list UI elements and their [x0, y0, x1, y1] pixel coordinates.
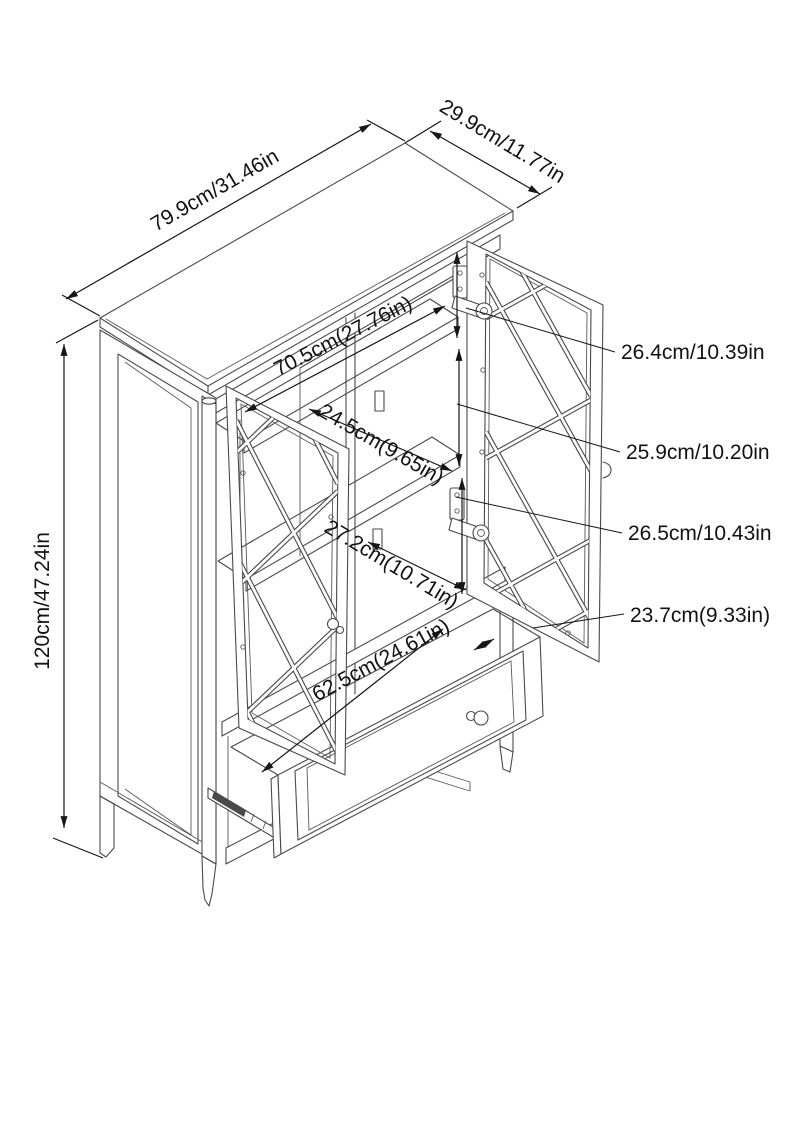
screw-dot — [565, 630, 571, 636]
side-panel-frame-outer — [117, 353, 199, 845]
left-door-knob-base — [335, 625, 345, 635]
back-left-leg — [99, 795, 115, 858]
screw-dot — [240, 470, 246, 476]
dim-bottom-shelf-clearance-label: 26.5cm/10.43in — [628, 522, 772, 545]
dim-door-width-label: 23.7cm(9.33in) — [630, 604, 770, 627]
drawer-panel-border-inner — [306, 660, 515, 831]
dimension-line — [367, 541, 467, 591]
dim-top-depth-label: 29.9cm/11.77in — [436, 95, 570, 188]
leader-line — [532, 613, 625, 629]
dim-top-shelf-clearance-label: 26.4cm/10.39in — [621, 341, 765, 364]
screw-dot — [480, 367, 486, 373]
dim-overall-height: 120cm/47.24in — [31, 319, 104, 859]
post-cap — [201, 397, 217, 405]
drawer-knob — [473, 710, 489, 726]
front-left-leg — [201, 855, 217, 907]
shelf-support-block — [374, 390, 385, 412]
extension-lines — [404, 120, 553, 209]
right-door-frame — [466, 240, 604, 663]
dimension-line — [65, 123, 372, 300]
leader-line — [465, 307, 616, 353]
dimension-line — [429, 130, 541, 195]
dim-top-shelf-clearance: 26.4cm/10.39in — [465, 307, 765, 364]
left-side-panel — [99, 329, 217, 907]
side-panel-face — [99, 329, 217, 863]
leader-line — [456, 403, 621, 453]
screw-dot — [479, 272, 485, 278]
dim-top-width-label: 79.9cm/31.46in — [147, 145, 283, 237]
right-door-edge-knob — [602, 461, 612, 479]
dimension-line — [261, 628, 444, 773]
leader-line — [455, 496, 623, 534]
dim-middle-shelf-clearance: 25.9cm/10.20in — [456, 403, 770, 464]
dim-bottom-shelf-clearance: 26.5cm/10.43in — [455, 496, 772, 545]
right-door — [448, 240, 612, 663]
screw-dot — [479, 449, 485, 455]
dimension-line — [244, 305, 446, 413]
drawer-panel-border-outer — [294, 650, 527, 841]
screw-dot — [328, 514, 334, 520]
top-chamfer-line — [105, 212, 506, 380]
side-panel-bottom-rail — [99, 781, 217, 851]
right-door-glass-bead — [487, 258, 588, 644]
side-panel-frame-inner — [124, 361, 192, 836]
dimension-tick — [473, 638, 495, 651]
dim-middle-shelf-clearance-label: 25.9cm/10.20in — [626, 441, 770, 464]
dim-overall-height-label: 120cm/47.24in — [31, 532, 54, 670]
dim-door-width: 23.7cm(9.33in) — [532, 604, 770, 629]
screw-dot — [240, 644, 246, 650]
dimension-line — [308, 408, 453, 472]
extension-lines — [52, 319, 104, 859]
